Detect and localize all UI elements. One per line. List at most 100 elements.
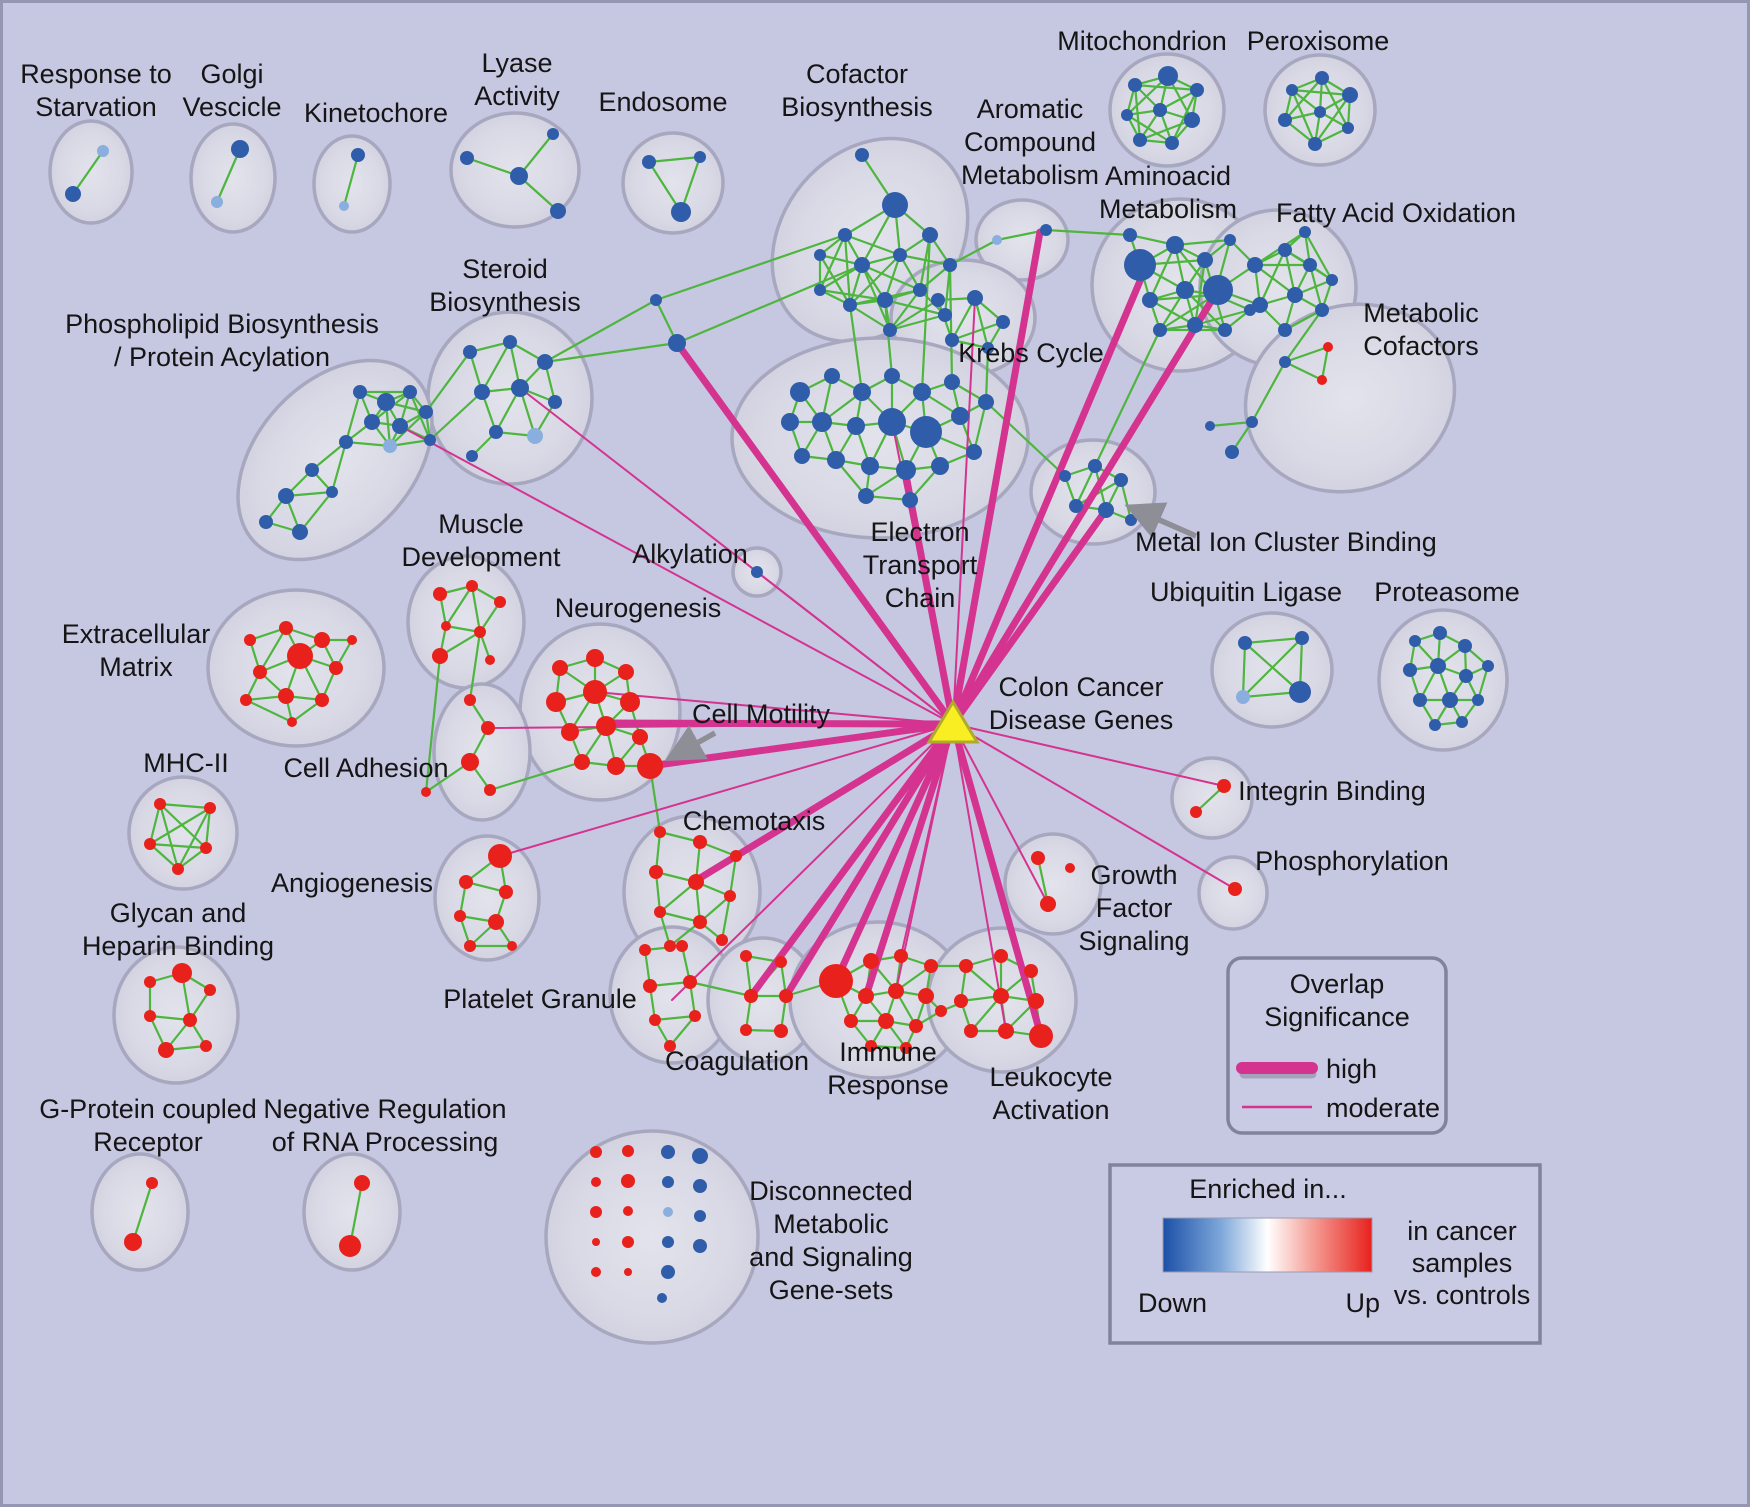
gene-set-node-metal-ion-cluster-binding <box>1088 459 1102 473</box>
gene-set-node-mitochondrion <box>1158 66 1178 86</box>
gene-set-node-cell-adhesion <box>464 694 476 706</box>
inter-cluster-edge <box>848 304 864 393</box>
gene-set-overlap-edge <box>445 585 473 627</box>
gene-set-node-disconnected-metabolic-and-signaling-gene-sets <box>592 1238 600 1246</box>
cluster-label-golgi-vescicle: Vescicle <box>182 92 281 122</box>
gene-set-node-angiogenesis <box>488 844 512 868</box>
gene-set-node-muscle-development <box>432 648 448 664</box>
gene-set-node-fatty-acid-oxidation <box>1303 258 1317 272</box>
cluster-label-g-protein-coupled-receptor: Receptor <box>93 1127 203 1157</box>
gene-set-node-disconnected-metabolic-and-signaling-gene-sets <box>661 1265 675 1279</box>
cluster-ellipse-response-to-starvation <box>48 119 134 225</box>
gene-set-overlap-edge <box>389 411 427 447</box>
gene-set-overlap-edge <box>345 440 391 448</box>
cluster-label-disconnected-metabolic-and-signaling-gene-sets: Metabolic <box>773 1209 889 1239</box>
gene-set-overlap-edge <box>1149 299 1196 326</box>
gene-set-overlap-edge <box>204 807 212 849</box>
gene-set-node-fatty-acid-oxidation <box>1287 287 1303 303</box>
gene-set-node-immune-response <box>935 1005 947 1017</box>
inter-cluster-edge <box>424 655 442 793</box>
cluster-label-chemotaxis: Chemotaxis <box>683 806 826 836</box>
overlap-edge-moderate <box>952 723 1049 905</box>
inter-cluster-edge <box>883 299 894 377</box>
gene-set-node-mitochondrion <box>1184 112 1200 128</box>
gene-set-node-aminoacid-metabolism <box>1166 236 1184 254</box>
gene-set-node-krebs-cycle <box>945 333 959 347</box>
cluster-label-aminoacid-metabolism: Aminoacid <box>1105 161 1231 191</box>
gene-set-node-cofactor-biosynthesis <box>877 292 893 308</box>
gene-set-node-disconnected-metabolic-and-signaling-gene-sets <box>591 1267 601 1277</box>
gene-set-node-electron-transport-chain <box>861 457 879 475</box>
gene-set-overlap-edge <box>149 843 179 870</box>
gene-set-node-electron-transport-chain <box>812 412 832 432</box>
cluster-label-neurogenesis: Neurogenesis <box>555 593 722 623</box>
gene-set-node-peroxisome <box>1315 71 1329 85</box>
inter-cluster-edge <box>429 391 483 441</box>
enriched-legend-title: Enriched in... <box>1189 1174 1347 1204</box>
cluster-label-coagulation: Coagulation <box>665 1046 809 1076</box>
gene-set-node-aminoacid-metabolism <box>1218 323 1232 337</box>
cluster-label-electron-transport-chain: Transport <box>863 550 978 580</box>
gene-set-node-disconnected-metabolic-and-signaling-gene-sets <box>623 1206 633 1216</box>
gene-set-node-immune-response <box>844 1014 858 1028</box>
gene-set-overlap-edge <box>1251 361 1286 423</box>
gene-set-node-electron-transport-chain <box>913 383 931 401</box>
gene-set-overlap-edge <box>819 288 886 302</box>
gene-set-overlap-edge <box>131 1182 154 1243</box>
gene-set-overlap-edge <box>518 133 554 177</box>
gene-set-node-growth-factor-signaling <box>1065 863 1075 873</box>
gene-set-node-chemotaxis <box>716 934 728 946</box>
gene-set-node-proteasome <box>1430 658 1446 674</box>
gene-set-overlap-edge <box>889 289 921 331</box>
gene-set-node-glycan-and-heparin-binding <box>144 976 156 988</box>
cluster-label-lyase-activity: Activity <box>474 81 560 111</box>
gene-set-node-metabolic-cofactors <box>1205 421 1215 431</box>
gene-set-node-immune-response <box>878 1013 894 1029</box>
gene-set-node-angiogenesis <box>459 875 473 889</box>
gene-set-node-peroxisome <box>1308 137 1322 151</box>
gene-set-node-mhc-ii <box>144 838 156 850</box>
gene-set-node-extracellular-matrix <box>329 661 343 675</box>
gene-set-node-proteasome <box>1482 660 1494 672</box>
gene-set-node-mitochondrion <box>1165 136 1179 150</box>
gene-set-overlap-edge <box>849 304 891 331</box>
gene-set-node-aminoacid-metabolism <box>1187 317 1203 333</box>
cluster-label-alkylation: Alkylation <box>632 539 748 569</box>
cluster-label-growth-factor-signaling: Growth <box>1090 860 1177 890</box>
gene-set-node-extracellular-matrix <box>315 693 329 707</box>
gene-set-node-endosome <box>671 202 691 222</box>
gene-set-node-neurogenesis <box>596 716 616 736</box>
gene-set-node-proteasome <box>1442 692 1458 708</box>
gene-set-node-aromatic-compound-metabolism <box>992 235 1002 245</box>
gene-set-node-peroxisome <box>1278 113 1292 127</box>
gene-set-node-aminoacid-metabolism <box>1142 292 1158 308</box>
cluster-label-electron-transport-chain: Chain <box>885 583 956 613</box>
gene-set-overlap-edge <box>149 807 211 845</box>
overlap-edge-high <box>862 720 957 1000</box>
gene-set-overlap-edge <box>159 803 207 849</box>
cluster-label-cofactor-biosynthesis: Biosynthesis <box>781 92 933 122</box>
gene-set-node-proteasome <box>1413 693 1427 707</box>
overlap-legend-title-line1: Overlap <box>1290 969 1385 999</box>
gene-set-node-extracellular-matrix <box>314 632 330 648</box>
gene-set-node-metal-ion-cluster-binding <box>1059 470 1071 482</box>
gene-set-node-proteasome <box>1472 694 1484 706</box>
gene-set-node-steroid-biosynthesis <box>537 354 553 370</box>
gene-set-node-mhc-ii <box>204 802 216 814</box>
gene-set-overlap-edge <box>844 233 901 257</box>
legend-enriched-in: Enriched in... Down Up in cancer samples… <box>1108 1163 1542 1345</box>
gene-set-overlap-edge <box>1284 345 1329 364</box>
gene-set-node-disconnected-metabolic-and-signaling-gene-sets <box>621 1174 635 1188</box>
gene-set-node-cofactor-biosynthesis <box>913 283 927 297</box>
gene-set-node-cell-adhesion <box>484 784 496 796</box>
gene-set-node-neurogenesis <box>574 754 590 770</box>
cluster-ellipse-aromatic-compound-metabolism <box>974 198 1070 282</box>
layer-arrows <box>664 502 1198 762</box>
overlap-edge-moderate <box>952 723 1236 890</box>
gene-set-node-steroid-biosynthesis <box>466 450 478 462</box>
inter-cluster-edge <box>425 351 471 413</box>
gene-set-node-cofactor-biosynthesis <box>938 308 952 322</box>
gene-set-node-aminoacid-metabolism <box>1224 234 1236 246</box>
gene-set-node-golgi-vescicle <box>231 140 249 158</box>
